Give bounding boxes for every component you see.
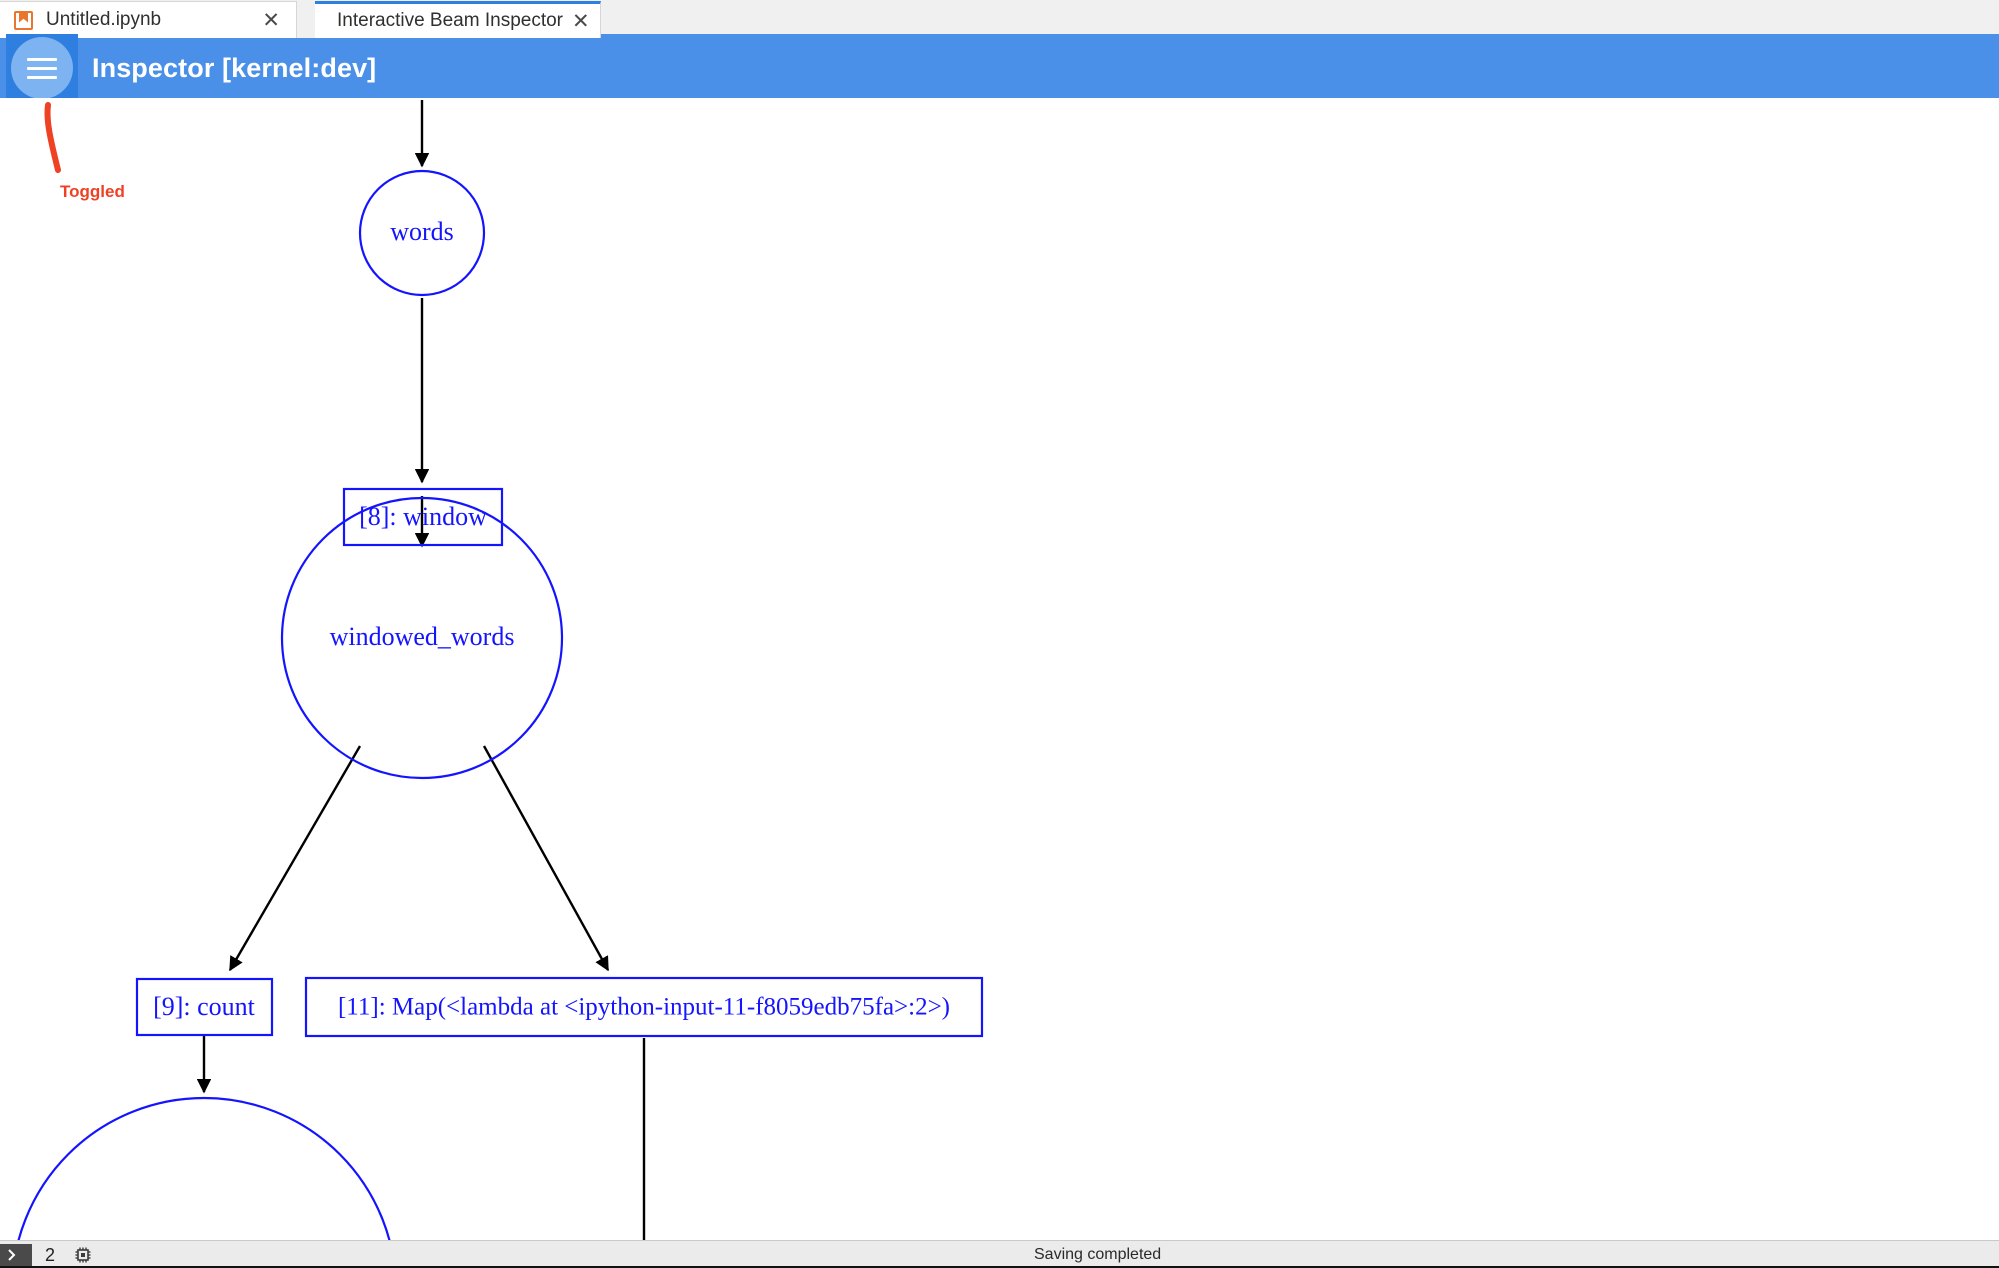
notebook-icon (14, 10, 33, 30)
close-icon[interactable]: ✕ (262, 8, 280, 32)
node-window[interactable]: [8]: window (342, 487, 504, 547)
node-words[interactable]: words (358, 169, 486, 297)
tab-label: Interactive Beam Inspector (337, 10, 563, 31)
pipeline-graph-canvas[interactable]: words [8]: window windowed_words [9]: co… (0, 98, 1999, 1240)
hamburger-menu-button[interactable] (6, 34, 78, 102)
chip-icon[interactable] (73, 1245, 93, 1265)
graph-nodes: words [8]: window windowed_words [9]: co… (12, 169, 984, 1240)
kernel-count: 2 (45, 1244, 56, 1265)
node-label: [9]: count (153, 992, 256, 1021)
close-icon[interactable]: ✕ (572, 9, 590, 33)
page-title: Inspector [kernel:dev] (92, 52, 377, 83)
tab-bar-filler (600, 34, 1999, 38)
status-bar: 2 (0, 1240, 1999, 1268)
node-label: windowed_words (330, 622, 515, 651)
tab-bar: Untitled.ipynb ✕ Interactive Beam Inspec… (0, 0, 1999, 38)
tab-interactive-beam-inspector[interactable]: Interactive Beam Inspector ✕ (315, 1, 601, 38)
node-windowed-words[interactable]: windowed_words (280, 496, 564, 780)
inspector-header: Inspector [kernel:dev] (0, 34, 1999, 102)
node-count[interactable]: [9]: count (135, 977, 274, 1037)
node-label: [8]: window (359, 502, 487, 531)
edge-windowed-words-to-count (228, 745, 362, 972)
tab-untitled-ipynb[interactable]: Untitled.ipynb ✕ (0, 1, 297, 38)
graph-edges (196, 100, 646, 1240)
node-windowed-word-counts[interactable]: windowed_word_counts (12, 1096, 396, 1240)
tab-label: Untitled.ipynb (46, 9, 162, 30)
terminal-icon[interactable] (0, 1244, 32, 1266)
hamburger-menu-icon (11, 37, 73, 99)
node-label: [11]: Map(<lambda at <ipython-input-11-f… (338, 994, 950, 1021)
edge-windowed-words-to-map (482, 745, 610, 972)
node-label: words (390, 217, 454, 246)
node-map-lambda[interactable]: [11]: Map(<lambda at <ipython-input-11-f… (304, 976, 984, 1038)
status-message: Saving completed (1034, 1246, 1162, 1263)
pipeline-graph: words [8]: window windowed_words [9]: co… (12, 100, 984, 1240)
status-left-group: 2 (0, 1244, 93, 1266)
